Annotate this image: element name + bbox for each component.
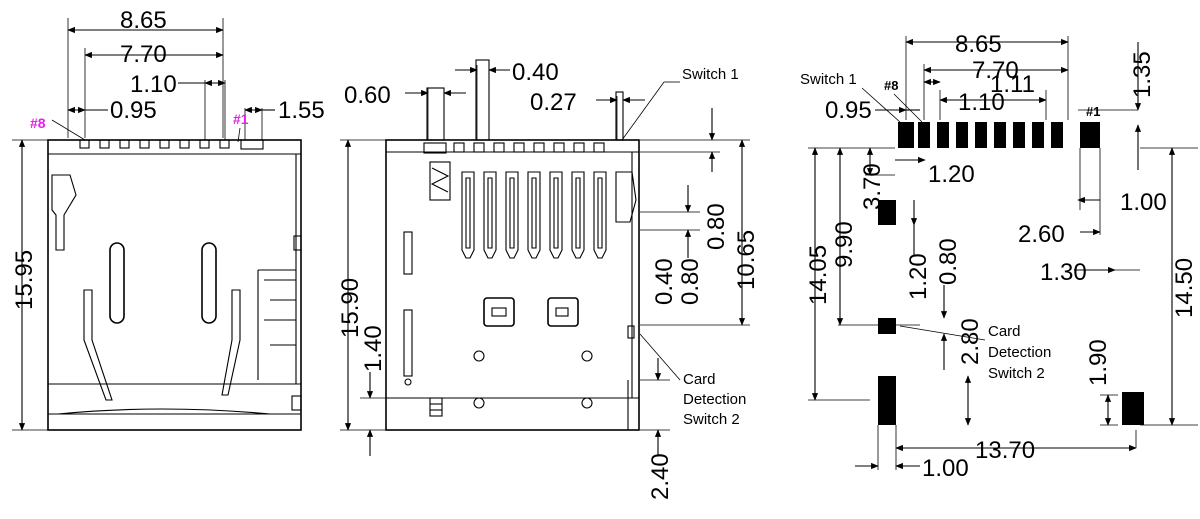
dim-14-50: 14.50 bbox=[1171, 258, 1198, 318]
left-view: 8.65 7.70 1.10 0.95 1.55 15.95 #8 #1 bbox=[11, 7, 325, 431]
dim-0-95: 0.95 bbox=[110, 97, 157, 124]
dim-15-90: 15.90 bbox=[337, 278, 364, 338]
dim-1-10: 1.10 bbox=[130, 71, 177, 98]
pad-4 bbox=[994, 122, 1006, 148]
dim-8-65: 8.65 bbox=[955, 31, 1002, 58]
dim-2-60: 2.60 bbox=[1018, 221, 1065, 248]
dim-1-20-b: 1.20 bbox=[905, 253, 932, 300]
card-detection-label-1: Card bbox=[683, 371, 716, 388]
pad-1 bbox=[1051, 122, 1063, 148]
dim-2-80: 2.80 bbox=[957, 318, 984, 365]
dim-10-65: 10.65 bbox=[733, 230, 760, 290]
dim-1-55: 1.55 bbox=[278, 97, 325, 124]
pad-mount-a bbox=[878, 200, 896, 225]
pin-8-marker: #8 bbox=[884, 78, 898, 93]
pad-6 bbox=[956, 122, 968, 148]
switch-1-label: Switch 1 bbox=[682, 66, 739, 83]
dim-1-20-a: 1.20 bbox=[928, 161, 975, 188]
pad-mount-b bbox=[878, 376, 896, 425]
dim-1-11: 1.11 bbox=[990, 71, 1035, 98]
pad-7 bbox=[937, 122, 949, 148]
pad-3 bbox=[1013, 122, 1025, 148]
dim-1-00-b: 1.00 bbox=[922, 455, 969, 482]
dim-0-80-b: 0.80 bbox=[677, 258, 704, 305]
dim-2-40: 2.40 bbox=[647, 453, 674, 500]
dim-1-30: 1.30 bbox=[1040, 259, 1087, 286]
card-detection-label-1: Card bbox=[988, 323, 1021, 340]
pad-8 bbox=[918, 122, 930, 148]
pin-1-marker: #1 bbox=[1086, 104, 1100, 119]
pin-1-marker: #1 bbox=[233, 111, 249, 127]
dim-0-60: 0.60 bbox=[344, 82, 391, 109]
dim-0-40: 0.40 bbox=[512, 59, 559, 86]
pad-2 bbox=[1032, 122, 1044, 148]
dim-0-95: 0.95 bbox=[825, 97, 872, 124]
dim-15-95: 15.95 bbox=[11, 250, 38, 310]
dim-13-70: 13.70 bbox=[975, 437, 1035, 464]
dim-1-00-a: 1.00 bbox=[1120, 189, 1167, 216]
dim-7-70: 7.70 bbox=[120, 41, 167, 68]
dim-7-70: 7.70 bbox=[972, 57, 1019, 84]
middle-view: 0.40 0.60 0.27 0.80 10.65 0.40 0.80 15.9… bbox=[337, 59, 760, 500]
card-detection-label-3: Switch 2 bbox=[988, 365, 1045, 382]
dim-0-27: 0.27 bbox=[530, 89, 577, 116]
dim-1-10: 1.10 bbox=[958, 89, 1005, 116]
dim-9-90: 9.90 bbox=[831, 221, 858, 268]
pad-5 bbox=[975, 122, 987, 148]
dim-0-40-b: 0.40 bbox=[651, 258, 678, 305]
dim-8-65: 8.65 bbox=[120, 7, 167, 34]
pad-switch-1 bbox=[898, 122, 914, 148]
pad-card-detect bbox=[878, 318, 896, 334]
dim-14-05: 14.05 bbox=[805, 245, 832, 305]
dim-0-80: 0.80 bbox=[935, 238, 962, 285]
right-view: 8.65 7.70 1.11 1.10 0.95 1.35 1.20 3.70 … bbox=[800, 31, 1198, 482]
pin-8-marker: #8 bbox=[30, 115, 46, 131]
switch-1-label: Switch 1 bbox=[800, 71, 857, 88]
dim-0-80-a: 0.80 bbox=[703, 203, 730, 250]
pad-switch-1-right bbox=[1080, 122, 1100, 148]
card-detection-label-2: Detection bbox=[988, 344, 1051, 361]
dim-1-90: 1.90 bbox=[1085, 339, 1112, 386]
dim-1-35: 1.35 bbox=[1129, 51, 1156, 98]
card-detection-label-3: Switch 2 bbox=[683, 411, 740, 428]
pad-mount-c bbox=[1122, 392, 1144, 425]
dim-1-40: 1.40 bbox=[360, 325, 387, 372]
card-detection-label-2: Detection bbox=[683, 391, 746, 408]
